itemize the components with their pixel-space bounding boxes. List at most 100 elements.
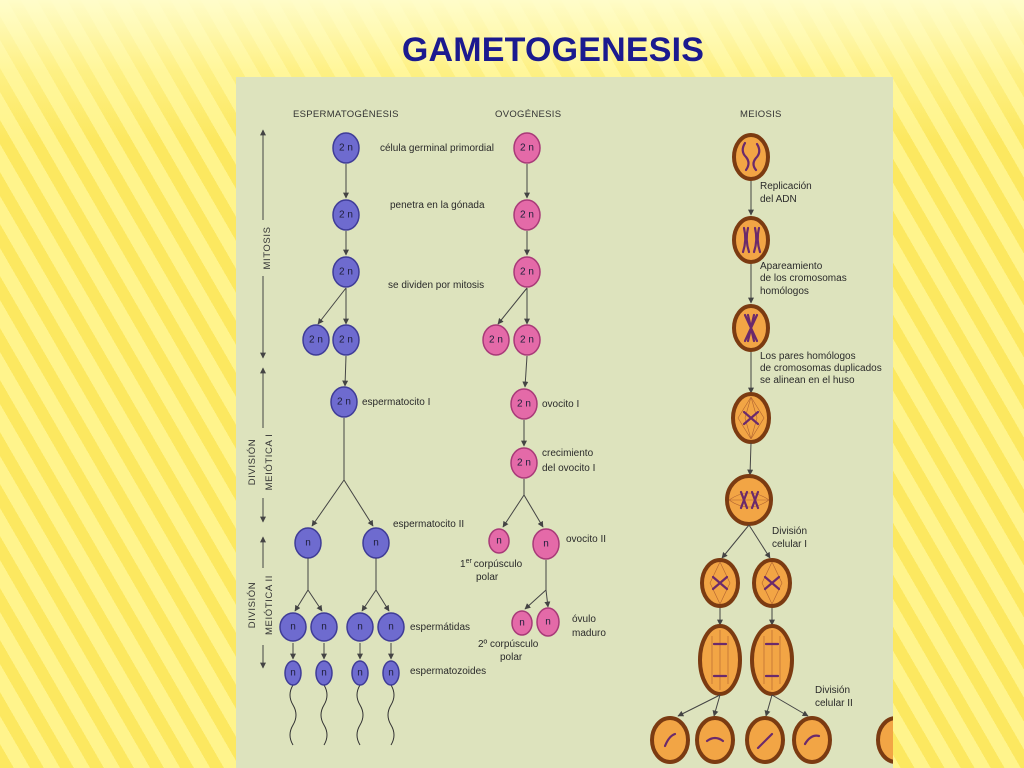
- secondary-spermatocyte-cell: n: [294, 527, 322, 559]
- cell-body: [532, 528, 560, 560]
- spermatid-cell: n: [377, 612, 405, 642]
- chromosome-icon: [756, 732, 774, 750]
- chromosome-icon: [711, 575, 729, 591]
- spindle-fibers: [709, 561, 731, 605]
- secondary-oocyte-cell: n: [532, 528, 560, 560]
- label-oocyte-growth-line1: crecimiento: [542, 448, 594, 459]
- arrow: [764, 694, 773, 717]
- oogonium-cell: 2 n: [513, 324, 541, 356]
- first-polar-body: n: [488, 528, 510, 554]
- chromosome-icon: [712, 642, 728, 678]
- secondary-spermatocyte-cell: n: [362, 527, 390, 559]
- meiosis-header: MEIOSIS: [740, 109, 782, 120]
- flagellum: [289, 684, 297, 746]
- arrow: [502, 494, 525, 528]
- meiosis-cell-anaphase-2: [698, 624, 742, 696]
- meiosis-cell-replicated: [732, 216, 770, 264]
- chromosome-icon: [743, 313, 759, 343]
- ploidy-label: n: [321, 668, 327, 679]
- flagellum: [356, 684, 364, 746]
- ploidy-label: 2 n: [339, 335, 353, 346]
- cell-body: [302, 324, 330, 356]
- spermatid-cell: n: [346, 612, 374, 642]
- cell-body: [488, 528, 510, 554]
- ploidy-label: n: [357, 622, 363, 633]
- meiosis-column: MEIOSIS Replicación del ADN Apareamiento…: [650, 109, 893, 764]
- cell-body: [876, 716, 893, 764]
- sperm-head: [351, 660, 369, 686]
- cell-body: [510, 447, 538, 479]
- meiosis-cell-daughter-1: [700, 558, 740, 608]
- cell-body: [377, 612, 405, 642]
- arrow: [343, 479, 374, 527]
- ploidy-label: 2 n: [339, 143, 353, 154]
- arrow: [497, 287, 528, 325]
- spermatozoon: n: [284, 660, 302, 746]
- spindle-fibers: [761, 561, 783, 605]
- ploidy-label: n: [519, 618, 525, 629]
- label-alignment-line3: se alinean en el huso: [760, 375, 855, 386]
- ploidy-label: 2 n: [520, 143, 534, 154]
- arrow: [747, 442, 754, 476]
- cell-body: [695, 716, 735, 764]
- arrow: [721, 524, 750, 559]
- label-mature-ovum-line2: maduro: [572, 628, 606, 639]
- arrow: [522, 355, 529, 388]
- phase-label-meiotic-2-line1: DIVISIÓN: [247, 582, 258, 629]
- label-division-1-line1: División: [772, 526, 807, 537]
- cell-body: [310, 612, 338, 642]
- growing-oocyte-cell: 2 n: [510, 447, 538, 479]
- cell-body: [513, 256, 541, 288]
- arrow: [317, 287, 347, 325]
- label-pairing-line3: homólogos: [760, 286, 809, 297]
- mature-ovum-cell: n: [536, 607, 560, 637]
- arrow: [771, 694, 809, 717]
- ploidy-label: n: [305, 538, 311, 549]
- cell-body: [332, 324, 360, 356]
- spindle-fibers: [737, 396, 765, 440]
- ploidy-label: 2 n: [517, 399, 531, 410]
- polar-body-word: corpúsculo: [474, 559, 523, 570]
- primordial-germ-cell: 2 n: [513, 132, 541, 164]
- label-secondary-spermatocyte: espermatocito II: [393, 519, 464, 530]
- label-pairing-line2: de los cromosomas: [760, 273, 847, 284]
- chromosome-icon: [764, 642, 780, 678]
- sperm-head: [315, 660, 333, 686]
- chromosome-icon: [741, 226, 751, 254]
- spermatogonium-cell: 2 n: [332, 256, 360, 288]
- cell-body: [332, 132, 360, 164]
- ploidy-label: 2 n: [520, 335, 534, 346]
- label-division-2-line1: División: [815, 685, 850, 696]
- sperm-head: [382, 660, 400, 686]
- ploidy-label: 2 n: [337, 397, 351, 408]
- arrow: [307, 589, 323, 612]
- ploidy-label: n: [290, 622, 296, 633]
- chromosome-icon: [752, 226, 762, 254]
- chromosome-icon: [803, 734, 821, 746]
- ordinal: 1: [460, 559, 466, 570]
- primary-spermatocyte-cell: 2 n: [330, 386, 358, 418]
- phase-axis: MITOSIS DIVISIÓN MEIÓTICA I DIVISIÓN MEI…: [247, 129, 275, 669]
- cell-body: [732, 133, 770, 181]
- spermatogenesis-column: ESPERMATOGÉNESIS 2 n célula germinal pri…: [279, 109, 494, 746]
- meiosis-gamete-cell: [745, 716, 785, 764]
- cell-body: [513, 324, 541, 356]
- primary-oocyte-cell: 2 n: [510, 388, 538, 420]
- cell-body: [513, 132, 541, 164]
- phase-label-meiotic-2-line2: MEIÓTICA II: [264, 575, 275, 635]
- cell-body: [510, 388, 538, 420]
- arrow: [712, 694, 721, 717]
- phase-label-meiotic-1-line1: DIVISIÓN: [247, 439, 258, 486]
- arrow: [524, 589, 547, 610]
- label-pairing-line1: Apareamiento: [760, 261, 823, 272]
- label-spermatids: espermátidas: [410, 622, 470, 633]
- label-division-1-line2: celular I: [772, 539, 807, 550]
- spermatogonium-cell: 2 n: [332, 324, 360, 356]
- sperm-head: [284, 660, 302, 686]
- spindle-fibers: [728, 492, 770, 508]
- label-first-polar-body-line2: polar: [476, 572, 499, 583]
- spermatid-cell: n: [310, 612, 338, 642]
- meiosis-cell-anaphase-2: [750, 624, 794, 696]
- spindle-fibers: [711, 630, 729, 690]
- spermatozoon: n: [315, 660, 333, 746]
